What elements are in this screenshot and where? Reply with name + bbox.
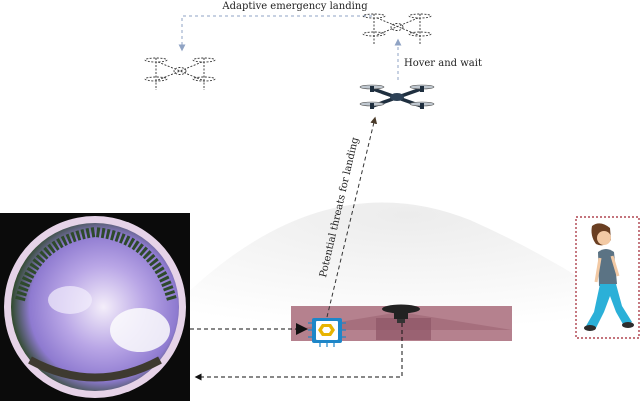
quadcopter-outline-icon [144,57,216,90]
arrow-adaptive-landing [178,15,372,52]
arrow-image-to-processor [190,323,308,335]
arrow-camera-to-image [194,323,403,381]
adaptive-landing-label: Adaptive emergency landing [221,1,368,12]
fisheye-camera-image [0,213,190,401]
quadcopter-outline-icon [362,13,432,44]
quadcopter-icon [359,84,435,109]
walking-person-icon [584,223,634,331]
camera-sensor-icon [382,304,420,323]
processor-chip-icon [308,318,346,347]
camera-field-of-view [175,202,640,330]
hover-wait-label: Hover and wait [404,58,482,69]
arrow-processor-to-drone [326,116,378,318]
person-threat-box [575,216,640,339]
